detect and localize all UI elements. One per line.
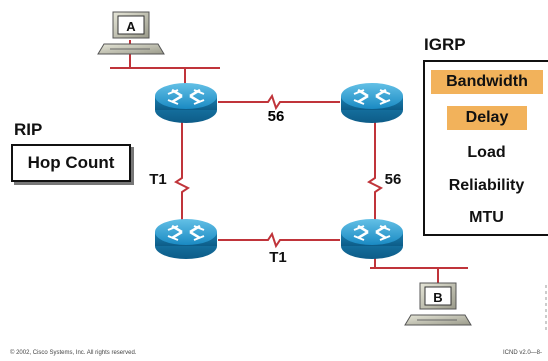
link-bottom-t1 [218, 231, 340, 249]
router-top-right [341, 83, 403, 123]
igrp-metric-reliability: Reliability [448, 177, 525, 194]
footer-course-code: ICND v2.0—8- [503, 350, 543, 356]
rip-title: RIP [14, 120, 43, 139]
host-b-computer-icon: B [404, 282, 472, 326]
router-bottom-right [341, 219, 403, 259]
footer-copyright: © 2002, Cisco Systems, Inc. All rights r… [10, 350, 137, 356]
router-top-left [155, 83, 217, 123]
link-top-56 [218, 93, 340, 111]
igrp-metric-delay: Delay [447, 106, 527, 130]
link-left-t1 [174, 120, 190, 228]
igrp-metric-load: Load [467, 144, 506, 161]
link-right-56 [367, 120, 383, 228]
host-b-label: B [433, 290, 442, 305]
rip-metric-label: Hop Count [27, 153, 115, 172]
link-top-label: 56 [268, 108, 285, 125]
host-a-computer-icon: A [97, 11, 165, 55]
igrp-title: IGRP [424, 35, 466, 54]
router-bottom-left [155, 219, 217, 259]
igrp-metric-bandwidth: Bandwidth [431, 70, 543, 94]
link-bottom-label: T1 [269, 249, 287, 266]
host-a-label: A [126, 19, 136, 34]
rip-metric-box: Hop Count [11, 144, 131, 182]
link-left-label: T1 [149, 171, 167, 188]
igrp-metric-mtu: MTU [469, 209, 504, 226]
link-right-label: 56 [385, 171, 402, 188]
igrp-metrics-box: Bandwidth Delay Load Reliability MTU [423, 60, 548, 236]
